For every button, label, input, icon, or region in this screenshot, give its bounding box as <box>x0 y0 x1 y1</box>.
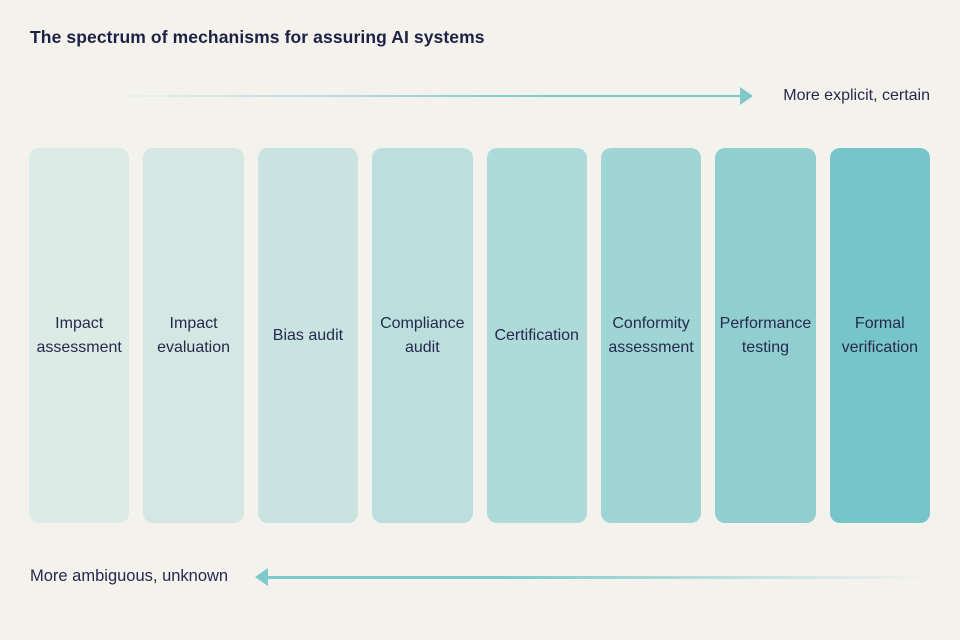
top-axis-line <box>95 95 740 97</box>
page-title: The spectrum of mechanisms for assuring … <box>30 27 485 47</box>
arrow-right-icon <box>740 87 753 105</box>
spectrum-bar-bias-audit: Bias audit <box>257 148 359 523</box>
spectrum-bar-impact-assessment: Impact assessment <box>29 148 130 523</box>
spectrum-bar-formal-verification: Formal verification <box>829 148 930 523</box>
spectrum-bar-impact-evaluation: Impact evaluation <box>143 148 244 523</box>
bottom-axis-line <box>268 576 930 579</box>
spectrum-bars: Impact assessment Impact evaluation Bias… <box>29 148 930 523</box>
top-axis-label: More explicit, certain <box>783 87 930 104</box>
arrow-left-icon <box>255 568 268 586</box>
spectrum-bar-certification: Certification <box>486 148 587 523</box>
spectrum-bar-conformity-assessment: Conformity assessment <box>600 148 702 523</box>
spectrum-bar-compliance-audit: Compliance audit <box>372 148 473 523</box>
bottom-axis-label: More ambiguous, unknown <box>30 567 229 585</box>
spectrum-bar-performance-testing: Performance testing <box>715 148 816 523</box>
